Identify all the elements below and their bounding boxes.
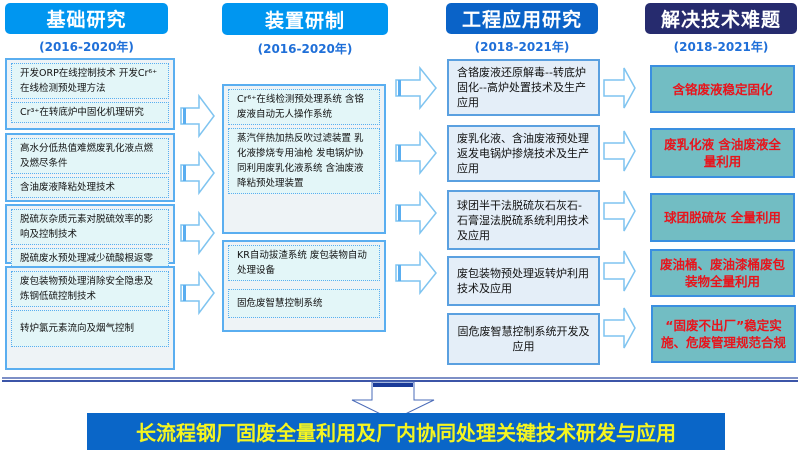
engineering-item: 固危废智慧控制系统开发及应用 bbox=[447, 313, 600, 365]
basic-item: 含油废液降粘处理技术 bbox=[11, 177, 169, 198]
header-device-development: 装置研制 bbox=[222, 3, 388, 35]
basic-item: 开发ORP在线控制技术 开发Cr⁶⁺在线检测预处理方法 bbox=[11, 63, 169, 99]
header-basic-research: 基础研究 bbox=[5, 3, 168, 34]
years-basic: (2016-2020年) bbox=[39, 40, 134, 54]
device-item: KR自动拔渣系统 废包装物自动处理设备 bbox=[228, 245, 380, 281]
device-item: 固危废智慧控制系统 bbox=[228, 289, 380, 318]
summary-banner: 长流程钢厂固废全量利用及厂内协同处理关键技术研发与应用 bbox=[87, 413, 725, 450]
arrow-right-icon bbox=[395, 65, 437, 111]
basic-item: 废包装物预处理消除安全隐患及炼钢低硫控制技术 bbox=[11, 271, 169, 307]
arrow-right-icon bbox=[395, 250, 437, 296]
solution-item: “固废不出厂”稳定实施、危废管理规范合规 bbox=[651, 305, 796, 363]
device-group-2: KR自动拔渣系统 废包装物自动处理设备 固危废智慧控制系统 bbox=[222, 240, 386, 332]
engineering-item: 含铬废液还原解毒--转底炉固化--高炉处置技术及生产应用 bbox=[447, 59, 600, 116]
solution-item: 球团脱硫灰 全量利用 bbox=[650, 193, 795, 242]
years-engineering: (2018-2021年) bbox=[474, 40, 570, 54]
basic-group-4: 废包装物预处理消除安全隐患及炼钢低硫控制技术 转炉氯元素流向及烟气控制 bbox=[5, 266, 175, 370]
basic-group-2: 高水分低热值难燃废乳化液点燃及燃尽条件 含油废液降粘处理技术 bbox=[5, 133, 175, 202]
years-device: (2016-2020年) bbox=[257, 42, 353, 56]
arrow-right-icon bbox=[395, 190, 437, 236]
arrow-right-icon bbox=[603, 130, 636, 172]
arrow-right-icon bbox=[603, 67, 636, 109]
arrow-down-icon bbox=[351, 381, 435, 421]
basic-item: Cr³⁺在转底炉中固化机理研究 bbox=[11, 102, 169, 123]
device-item: 蒸汽伴热加热反吹过滤装置 乳化液掺烧专用油枪 发电锅炉协同利用废乳化液系统 含油… bbox=[228, 128, 380, 194]
device-item: Cr⁶⁺在线检测预处理系统 含铬废液自动无人操作系统 bbox=[228, 89, 380, 125]
solution-item: 含铬废液稳定固化 bbox=[650, 65, 795, 113]
engineering-item: 球团半干法脱硫灰石灰石-石膏湿法脱硫系统利用技术及应用 bbox=[447, 190, 600, 250]
solution-item: 废乳化液 含油废液全量利用 bbox=[650, 128, 795, 178]
basic-item: 脱硫灰杂质元素对脱硫效率的影响及控制技术 bbox=[11, 209, 169, 245]
separator-line bbox=[2, 377, 798, 379]
engineering-item: 废乳化液、含油废液预处理返发电锅炉掺烧技术及生产应用 bbox=[447, 125, 600, 182]
arrow-right-icon bbox=[603, 190, 636, 232]
basic-group-1: 开发ORP在线控制技术 开发Cr⁶⁺在线检测预处理方法 Cr³⁺在转底炉中固化机… bbox=[5, 58, 175, 130]
arrow-right-icon bbox=[603, 250, 636, 292]
basic-item: 高水分低热值难燃废乳化液点燃及燃尽条件 bbox=[11, 138, 169, 174]
solution-item: 废油桶、废油漆桶废包装物全量利用 bbox=[650, 249, 795, 297]
engineering-item: 废包装物预处理返转炉利用技术及应用 bbox=[447, 256, 600, 306]
header-solutions: 解决技术难题 bbox=[645, 3, 797, 34]
arrow-right-icon bbox=[395, 130, 437, 176]
years-solutions: (2018-2021年) bbox=[673, 40, 769, 54]
arrow-right-icon bbox=[603, 307, 636, 349]
header-engineering: 工程应用研究 bbox=[446, 3, 598, 34]
device-group-1: Cr⁶⁺在线检测预处理系统 含铬废液自动无人操作系统 蒸汽伴热加热反吹过滤装置 … bbox=[222, 84, 386, 234]
basic-item: 转炉氯元素流向及烟气控制 bbox=[11, 310, 169, 347]
